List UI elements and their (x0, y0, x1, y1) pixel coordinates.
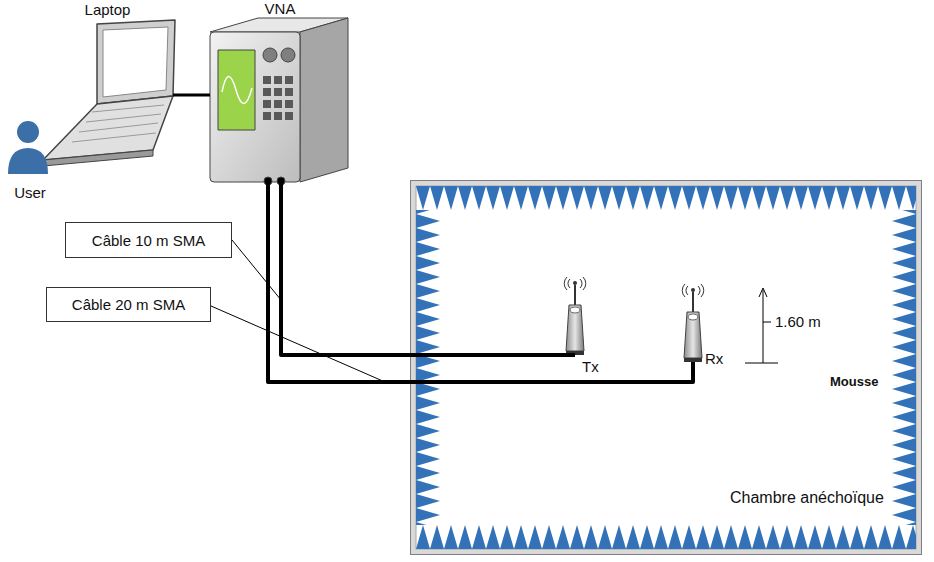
chamber-frame (411, 181, 922, 555)
node-label: Câble 10 m SMA (92, 232, 205, 249)
node-label: Rx (705, 350, 723, 367)
data-cable (173, 94, 210, 97)
cable-label-box: Câble 20 m SMA (46, 287, 211, 322)
cable-label-box: Câble 10 m SMA (65, 222, 232, 258)
foam-bottom (416, 525, 916, 549)
laptop-node: Laptop (35, 0, 180, 170)
sma-cable (268, 184, 693, 382)
tx-antenna-node: Tx (555, 275, 605, 370)
node-label: User (0, 184, 60, 201)
user-node: User (0, 112, 60, 202)
node-label: Laptop (35, 0, 180, 18)
node-label: Chambre anéchoïque (728, 488, 886, 507)
leader-line (232, 240, 281, 300)
laptop-icon (43, 20, 175, 166)
leader-line (211, 306, 385, 382)
vna-icon (210, 18, 348, 185)
node-label: VNA (200, 0, 360, 17)
node-label: Tx (582, 358, 599, 375)
foam-right (892, 210, 916, 525)
user-icon (8, 121, 48, 174)
dimension-label: 1.60 m (773, 313, 823, 330)
material-label: Mousse (828, 373, 880, 390)
foam-top (416, 186, 916, 210)
node-label: Câble 20 m SMA (72, 296, 185, 313)
sma-cable (281, 184, 575, 355)
anechoic-chamber: TxRxChambre anéchoïque (410, 180, 922, 555)
rx-antenna (682, 284, 704, 362)
foam-left (416, 210, 440, 525)
vna-node: VNA (200, 0, 360, 195)
rx-antenna-node: Rx (673, 282, 723, 377)
tx-antenna (564, 277, 586, 355)
